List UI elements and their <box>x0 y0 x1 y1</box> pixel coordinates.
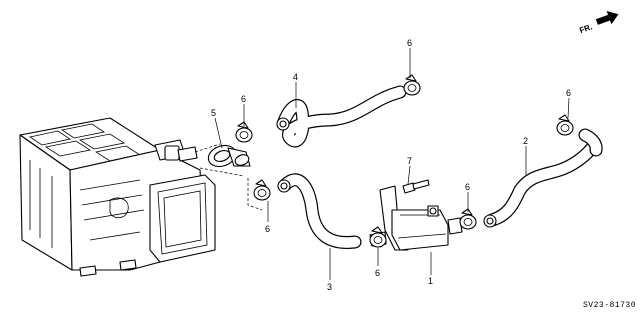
callout-1: 1 <box>428 276 433 286</box>
clamp-b <box>403 74 421 96</box>
front-label: FR. <box>578 22 593 35</box>
callout-2: 2 <box>523 136 528 146</box>
callout-6f: 6 <box>375 268 380 278</box>
clamp-a <box>235 121 253 143</box>
callout-6d: 6 <box>465 182 470 192</box>
callout-6e: 6 <box>265 224 270 234</box>
callout-3: 3 <box>327 282 332 292</box>
callout-6a: 6 <box>241 94 246 104</box>
callout-6b: 6 <box>407 38 412 48</box>
clamp-c <box>253 179 271 201</box>
leader-lines <box>214 48 570 280</box>
hose-part-4 <box>276 85 407 148</box>
diagram-code: SV23-81730 <box>583 301 636 310</box>
hose-part-2 <box>483 128 603 228</box>
hose-clamps-part-6 <box>235 74 574 248</box>
callout-7: 7 <box>407 156 412 166</box>
clamp-f <box>556 114 574 136</box>
hose-part-3 <box>277 173 362 250</box>
callout-6c: 6 <box>566 88 571 98</box>
clamp-d <box>369 226 387 248</box>
callouts: 5 6 4 6 6 2 7 6 6 6 3 1 <box>211 38 571 292</box>
arrow-right-icon <box>595 11 619 25</box>
heater-unit <box>19 117 216 277</box>
clamp-e <box>459 208 477 230</box>
grommet-part-5 <box>207 144 251 168</box>
heater-valve-part-1 <box>369 185 463 251</box>
bolt-part-7 <box>402 179 430 194</box>
front-orientation-indicator: FR. <box>578 11 619 35</box>
callout-4: 4 <box>293 72 298 82</box>
callout-5: 5 <box>211 108 216 118</box>
